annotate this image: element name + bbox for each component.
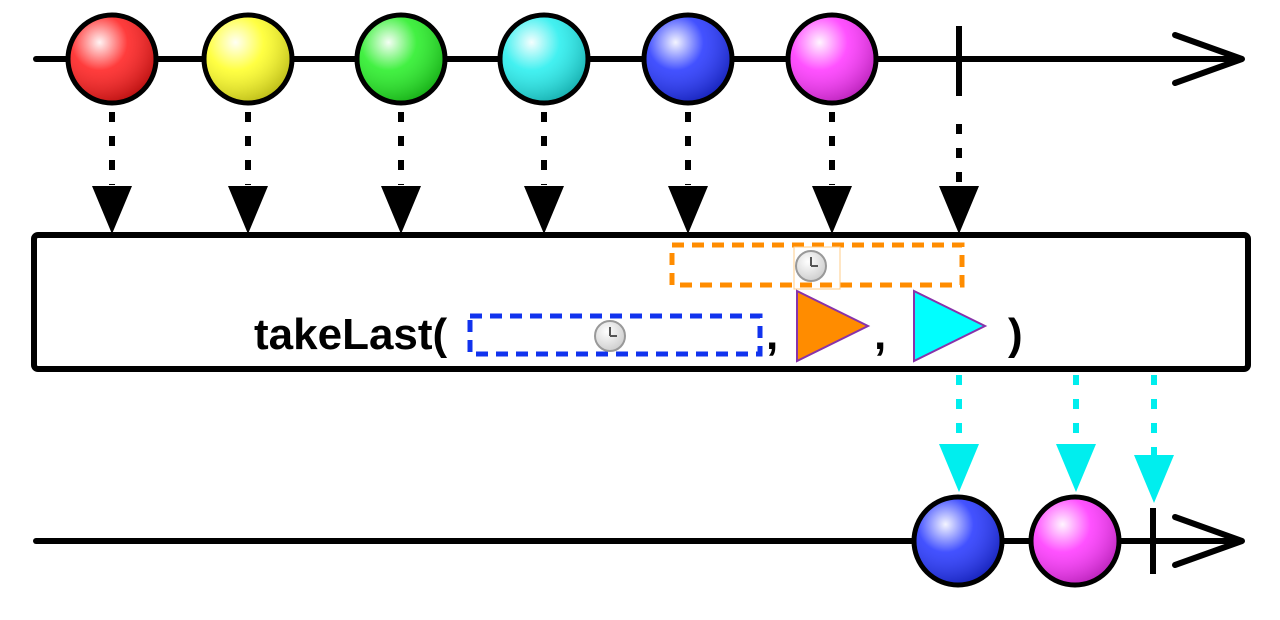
separator-1: , — [766, 310, 778, 359]
source-marble-blue — [641, 12, 735, 106]
cyan-triangle-icon — [913, 289, 988, 363]
separator-2: , — [874, 310, 886, 359]
source-marble-yellow — [201, 12, 295, 106]
input-arrow — [92, 112, 132, 234]
source-marble-green — [354, 12, 448, 106]
source-marble-magenta — [785, 12, 879, 106]
completion-input-arrow — [939, 124, 979, 234]
input-arrow — [381, 112, 421, 234]
input-arrow — [524, 112, 564, 234]
clock-icon — [594, 320, 626, 352]
input-arrow — [812, 112, 852, 234]
orange-triangle-icon — [796, 289, 871, 363]
output-marble-blue — [911, 494, 1005, 588]
closing-paren: ) — [1008, 310, 1023, 359]
output-arrow — [1056, 375, 1096, 492]
output-arrow — [939, 375, 979, 492]
input-arrow — [668, 112, 708, 234]
source-marble-red — [65, 12, 159, 106]
operator-name: takeLast( — [254, 310, 448, 359]
window-duration-box — [669, 242, 965, 290]
output-marble-magenta — [1028, 494, 1122, 588]
duration-parameter-box — [467, 313, 763, 357]
input-arrow — [228, 112, 268, 234]
input-arrows — [92, 112, 979, 234]
source-marble-cyan — [497, 12, 591, 106]
clock-icon — [795, 250, 827, 282]
source-marbles — [65, 12, 879, 106]
operator-box — [31, 232, 1251, 372]
output-marbles — [911, 494, 1122, 588]
completion-output-arrow — [1134, 375, 1174, 503]
output-arrows — [939, 375, 1174, 503]
